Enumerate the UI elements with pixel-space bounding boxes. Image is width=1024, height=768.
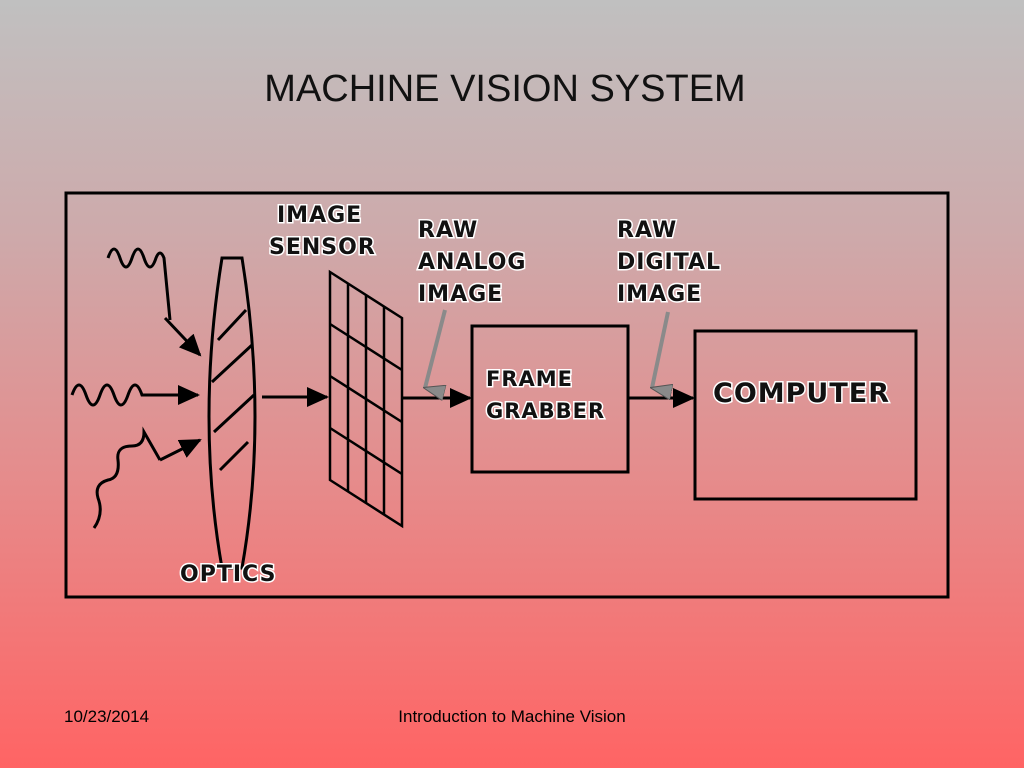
frame-grabber-label-line2: GRABBER bbox=[486, 399, 605, 423]
computer-label: COMPUTER bbox=[713, 378, 890, 409]
computer-box bbox=[693, 329, 918, 501]
raw-analog-pointer bbox=[425, 309, 447, 388]
frame-grabber-label-line1: FRAME bbox=[486, 367, 573, 391]
diagram-frame bbox=[64, 191, 950, 599]
optics-lens bbox=[207, 256, 257, 570]
raw-digital-label-line1: RAW bbox=[617, 218, 677, 243]
raw-digital-label-line2: DIGITAL bbox=[617, 250, 721, 275]
image-sensor-grid bbox=[328, 269, 404, 529]
light-wave-bottom bbox=[92, 426, 162, 529]
raw-digital-label-line3: IMAGE bbox=[617, 282, 702, 307]
light-ray-bottom-arrow bbox=[159, 438, 202, 462]
light-ray-top-arrow bbox=[163, 316, 202, 357]
lens-hatching bbox=[210, 308, 256, 472]
light-wave-middle bbox=[70, 383, 160, 407]
image-sensor-label-line1: IMAGE bbox=[277, 203, 362, 228]
raw-digital-pointer bbox=[652, 311, 668, 388]
image-sensor-label-line2: SENSOR bbox=[269, 235, 376, 260]
slide-title: MACHINE VISION SYSTEM bbox=[264, 68, 746, 110]
raw-analog-label-line2: ANALOG bbox=[418, 250, 526, 275]
footer-title: Introduction to Machine Vision bbox=[398, 707, 626, 726]
raw-analog-label-line3: IMAGE bbox=[418, 282, 503, 307]
footer-date: 10/23/2014 bbox=[64, 707, 150, 726]
light-wave-top bbox=[106, 247, 172, 321]
optics-label: OPTICS bbox=[180, 562, 276, 587]
raw-analog-label-line1: RAW bbox=[418, 218, 478, 243]
